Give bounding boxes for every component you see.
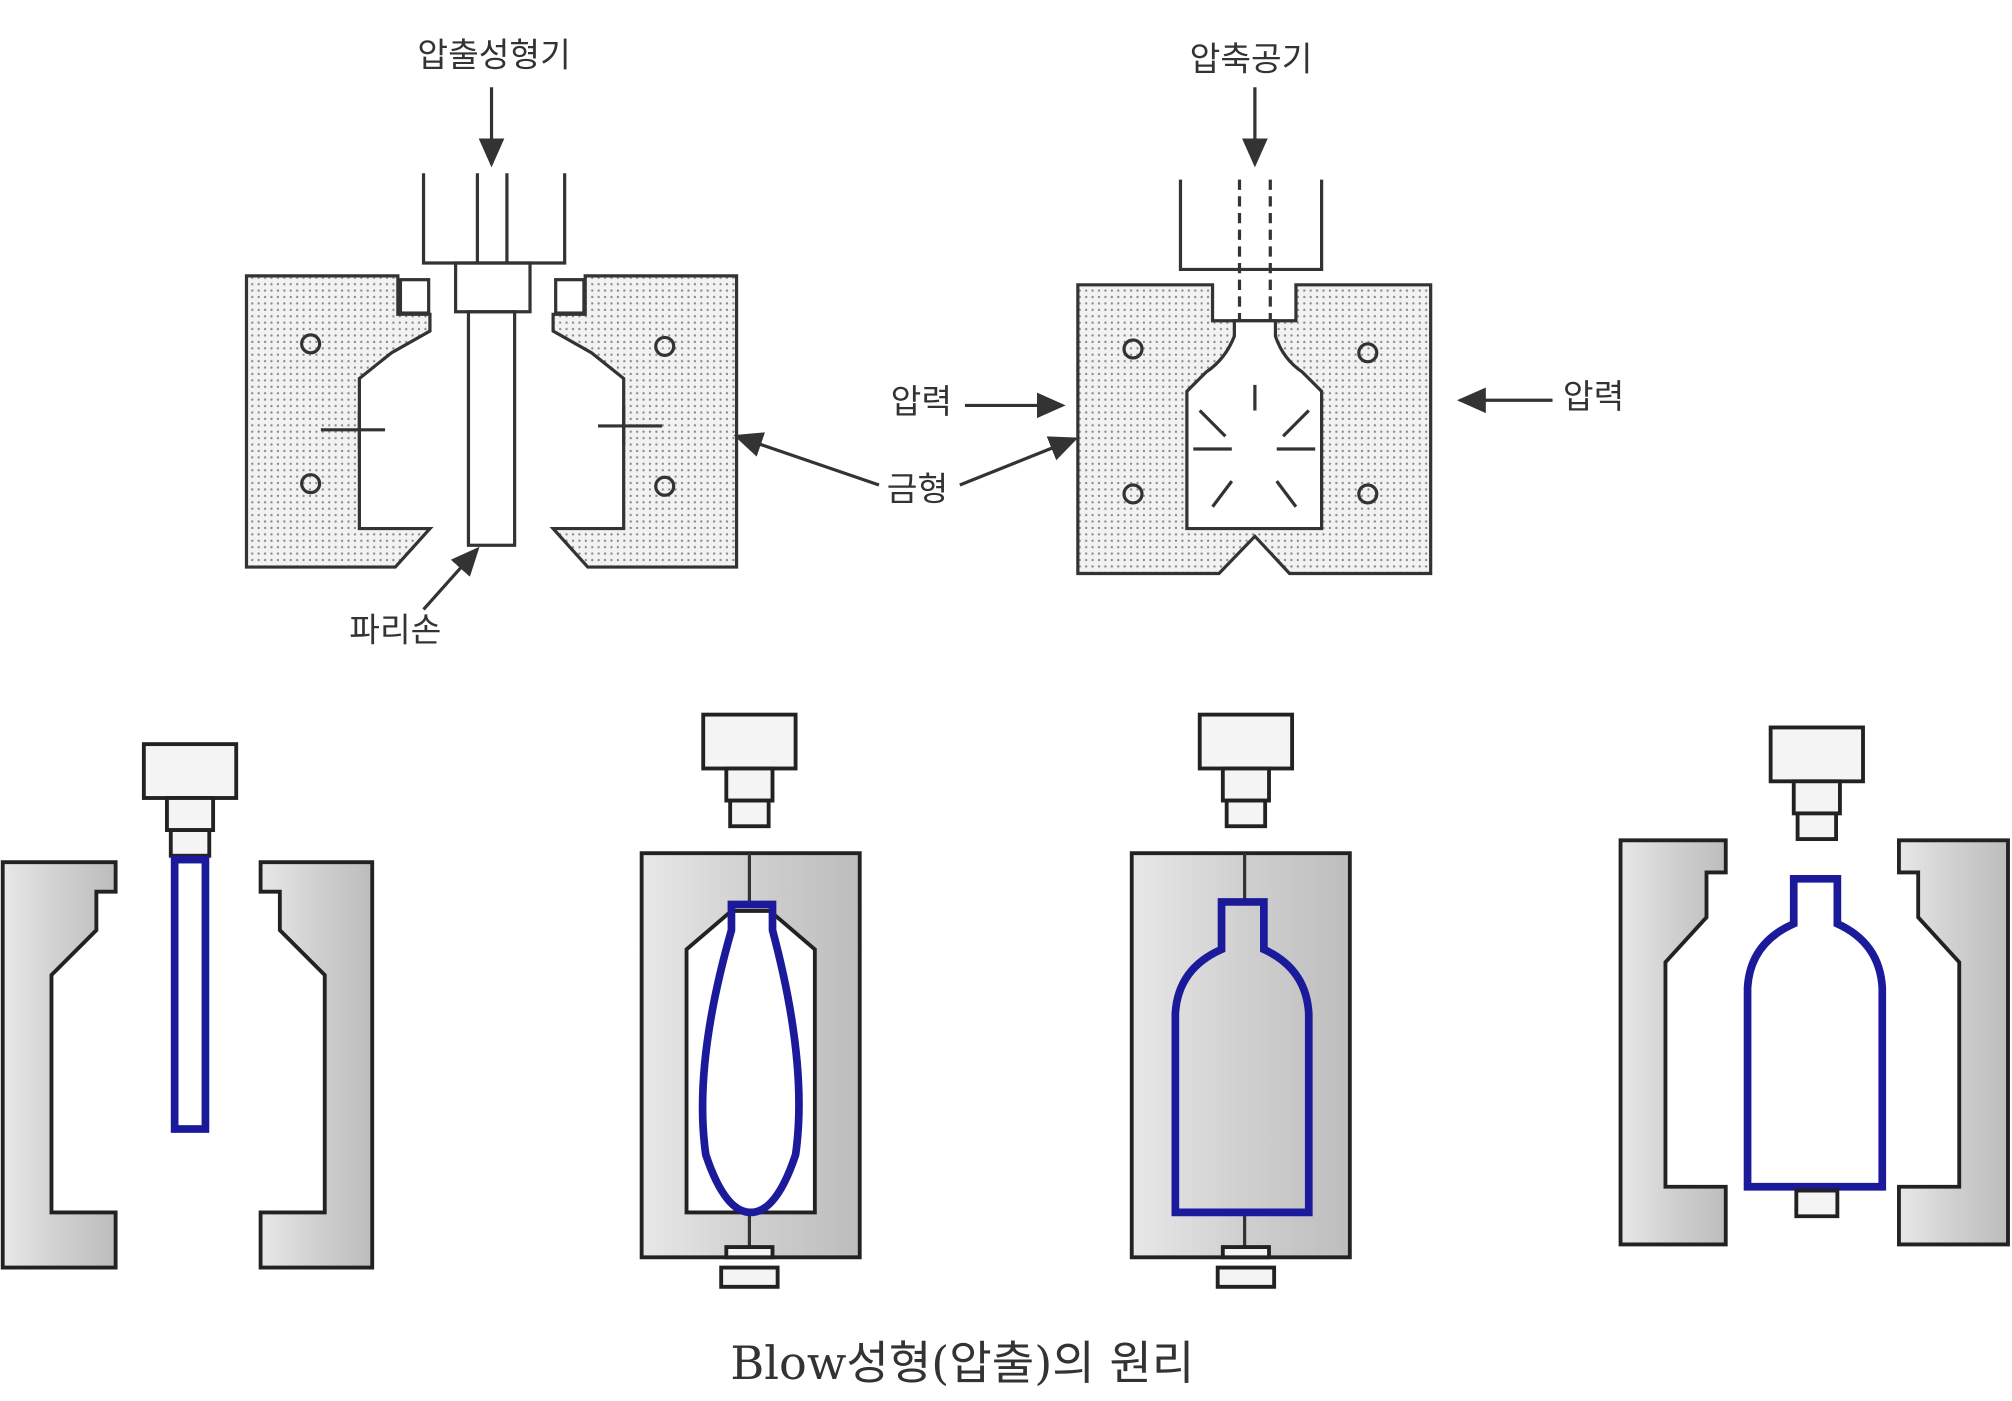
pressure-left-label: 압력	[891, 382, 952, 421]
step-3-blow-air	[1129, 712, 1352, 1289]
step-2-close-mold	[639, 712, 862, 1289]
open-mold-with-extruder: 압출성형기 파리손	[244, 36, 739, 649]
mold-label: 금형	[887, 469, 948, 508]
caption: Blow성형(압출)의 원리	[730, 1336, 1194, 1390]
pressure-right-label: 압력	[1563, 377, 1624, 416]
die	[454, 261, 532, 314]
extruder-label: 압출성형기	[417, 36, 570, 75]
step-4-open-mold	[1618, 725, 2010, 1247]
parison	[466, 310, 517, 547]
compressed-air-label: 압축공기	[1190, 40, 1313, 79]
parison	[170, 855, 210, 1133]
right-mold-half	[549, 274, 739, 569]
step-1-extrude-parison	[0, 742, 375, 1270]
extruder-head	[421, 173, 567, 265]
closed-mold-with-air: 압축공기 압력 압력 금형	[733, 40, 1624, 576]
left-mold-half	[244, 274, 434, 569]
parison-label: 파리손	[349, 610, 441, 649]
